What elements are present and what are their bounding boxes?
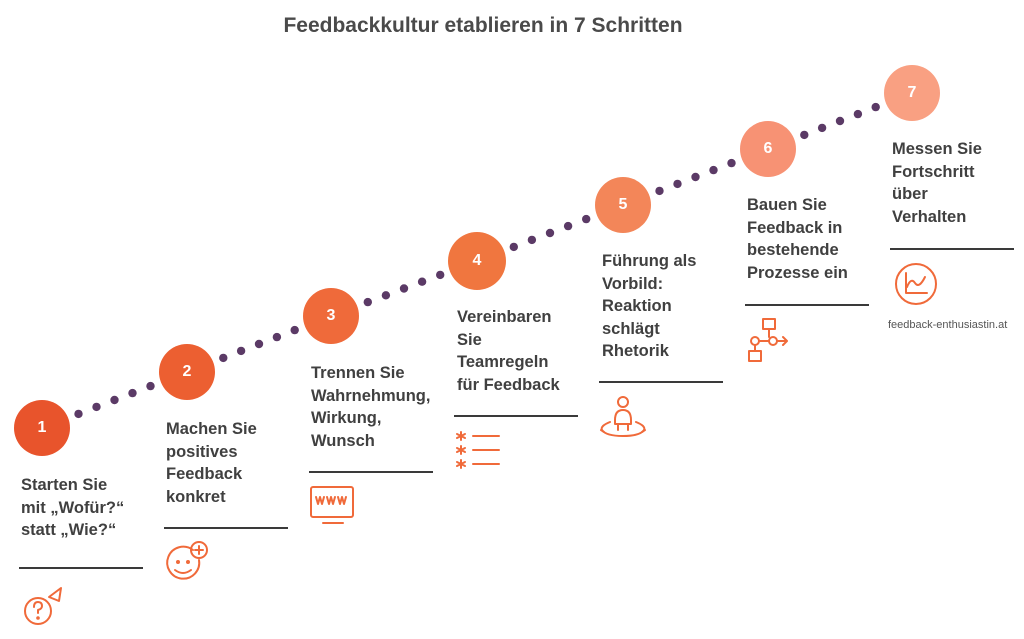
step-3-line: Wirkung, [311,409,382,427]
step-6-line: bestehende [747,241,839,259]
path-dot [417,277,427,286]
path-dot [563,221,573,231]
step-6-circle: 6 [740,121,796,177]
step-6-line: Bauen Sie [747,196,827,214]
path-dot [74,409,83,419]
step-5-line: Vorbild: [602,274,664,293]
path-dot [436,270,445,280]
path-dot [727,158,736,168]
step-1-text: Starten Sie mit „Wofür?“ statt „Wie?“ [21,474,151,542]
smiley-plus-icon [166,541,208,580]
step-5-line: schlägt [602,319,660,338]
step-6-text: Bauen Sie Feedback in bestehende Prozess… [747,194,877,284]
step-1-divider [19,567,143,569]
step-2-line: Feedback [166,465,243,483]
step-7-line: Messen Sie [892,140,982,158]
step-2-line: positives [166,442,238,461]
path-dot [399,284,409,293]
path-dot [835,116,845,126]
step-5-circle: 5 [595,177,651,233]
step-7-text: Messen Sie Fortschritt über Verhalten [892,138,1022,228]
path-dot [871,102,880,112]
step-6-line: Feedback in [747,218,843,237]
path-dot [236,346,246,356]
www-monitor-icon [310,486,354,524]
path-dot [110,395,119,405]
path-dot [800,130,809,140]
asterisk-list-icon [456,431,500,469]
step-7-line: Verhalten [892,207,967,226]
step-4-line: Vereinbaren [457,308,552,326]
step-5-divider [599,381,723,383]
step-2-circle: 2 [159,344,215,400]
path-dot [254,339,264,349]
step-4-line: für Feedback [457,375,560,394]
path-dot [128,388,137,398]
step-4-number: 4 [472,252,482,269]
step-1-line: Starten Sie [21,476,108,494]
step-5-line: Reaktion [602,297,672,315]
path-dot [509,242,518,252]
step-1-circle: 1 [14,400,70,456]
path-dot [363,297,372,307]
path-dot [527,235,537,245]
path-dot [92,402,101,412]
path-dot [709,165,718,175]
step-2-number: 2 [182,363,192,380]
person-orbit-icon [600,396,646,437]
path-dot [219,353,228,363]
step-5-line: Führung als [602,252,697,270]
path-dot [691,172,700,182]
path-dot [381,291,391,300]
path-dot [545,228,555,238]
path-dot [272,332,282,342]
step-6-number: 6 [763,140,773,157]
step-4-divider [454,415,578,417]
step-4-circle: 4 [448,232,506,290]
step-2-line: konkret [166,487,226,506]
step-2-divider [164,527,288,529]
chart-circle-icon [895,263,937,305]
step-1-line: mit „Wofür?“ [21,498,125,517]
step-2-text: Machen Sie positives Feedback konkret [166,418,296,508]
step-7-line: Fortschritt [892,162,975,181]
step-1-line: statt „Wie?“ [21,521,117,539]
step-5-number: 5 [618,196,628,213]
step-7-circle: 7 [884,65,940,121]
step-4-line: Sie [457,330,482,349]
step-5-text: Führung als Vorbild: Reaktion schlägt Rh… [602,250,732,363]
step-7-line: über [892,185,928,203]
step-5-line: Rhetorik [602,342,669,360]
step-3-line: Wunsch [311,431,375,450]
page-title: Feedbackkultur etablieren in 7 Schritten [283,14,683,37]
step-3-number: 3 [326,307,336,324]
step-6-line: Prozesse ein [747,263,848,282]
credit-text: feedback-enthusiastin.at [888,319,1008,331]
step-4-line: Teamregeln [457,353,549,371]
path-dot [290,325,299,335]
step-7-number: 7 [907,84,917,101]
step-3-text: Trennen Sie Wahrnehmung, Wirkung, Wunsch [311,362,441,452]
step-4-text: Vereinbaren Sie Teamregeln für Feedback [457,306,587,396]
path-dot [655,186,664,196]
path-dot [853,109,863,119]
step-3-line: Wahrnehmung, [311,386,431,405]
step-3-divider [309,471,433,473]
path-dot [817,123,827,133]
step-6-divider [745,304,869,306]
step-1-number: 1 [37,419,47,436]
step-7-divider [890,248,1014,250]
step-2-line: Machen Sie [166,420,257,438]
question-hand-icon [24,587,62,625]
step-3-circle: 3 [303,288,359,344]
dotted-path-dots [74,102,880,419]
path-dot [582,214,591,224]
path-dot [146,381,155,391]
process-flow-icon [748,318,788,362]
step-3-line: Trennen Sie [311,364,405,382]
path-dot [673,179,682,189]
